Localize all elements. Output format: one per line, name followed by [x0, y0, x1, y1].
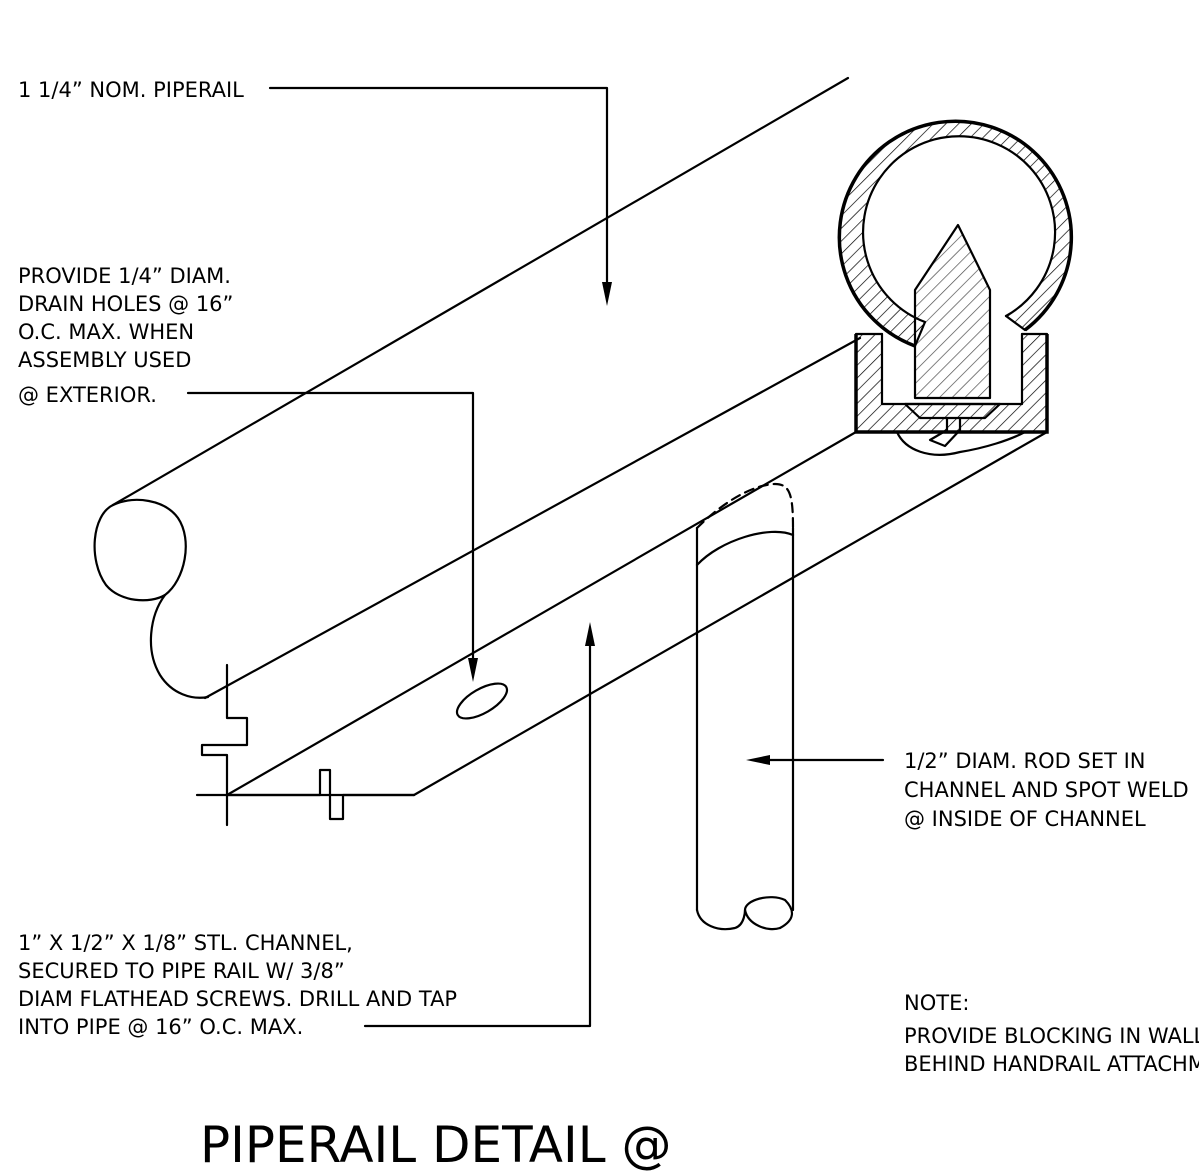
drain-line-5: @ EXTERIOR.	[18, 383, 157, 407]
drain-line-3: O.C. MAX. WHEN	[18, 320, 194, 344]
rod-line-2: CHANNEL AND SPOT WELD	[904, 778, 1189, 802]
half-inch-rod	[695, 482, 795, 931]
channel-line-3: DIAM FLATHEAD SCREWS. DRILL AND TAP	[18, 987, 457, 1011]
callout-rod: 1/2” DIAM. ROD SET IN CHANNEL AND SPOT W…	[904, 749, 1189, 831]
callout-drain-holes: PROVIDE 1/4” DIAM. DRAIN HOLES @ 16” O.C…	[18, 264, 233, 407]
drain-hole	[455, 682, 509, 720]
pipe-rail	[93, 76, 862, 700]
callout-piperail: 1 1/4” NOM. PIPERAIL	[18, 78, 244, 102]
note-label: NOTE:	[904, 991, 969, 1015]
callout-channel: 1” X 1/2” X 1/8” STL. CHANNEL, SECURED T…	[18, 931, 457, 1039]
drawing-title: PIPERAIL DETAIL @	[200, 1116, 672, 1174]
drain-line-4: ASSEMBLY USED	[18, 348, 191, 372]
note-line-2: BEHIND HANDRAIL ATTACHMENT	[904, 1052, 1199, 1076]
note-line-1: PROVIDE BLOCKING IN WALL	[904, 1024, 1199, 1048]
steel-channel	[195, 430, 1049, 827]
leader-lines	[186, 86, 885, 1028]
rod-line-3: @ INSIDE OF CHANNEL	[904, 807, 1146, 831]
channel-line-4: INTO PIPE @ 16” O.C. MAX.	[18, 1015, 303, 1039]
channel-line-1: 1” X 1/2” X 1/8” STL. CHANNEL,	[18, 931, 353, 955]
flathead-screw	[895, 223, 1027, 456]
general-note: NOTE: PROVIDE BLOCKING IN WALL BEHIND HA…	[904, 991, 1199, 1076]
drain-line-2: DRAIN HOLES @ 16”	[18, 292, 233, 316]
channel-section	[854, 332, 1049, 434]
rod-line-1: 1/2” DIAM. ROD SET IN	[904, 749, 1146, 773]
channel-line-2: SECURED TO PIPE RAIL W/ 3/8”	[18, 959, 345, 983]
drain-line-1: PROVIDE 1/4” DIAM.	[18, 264, 231, 288]
